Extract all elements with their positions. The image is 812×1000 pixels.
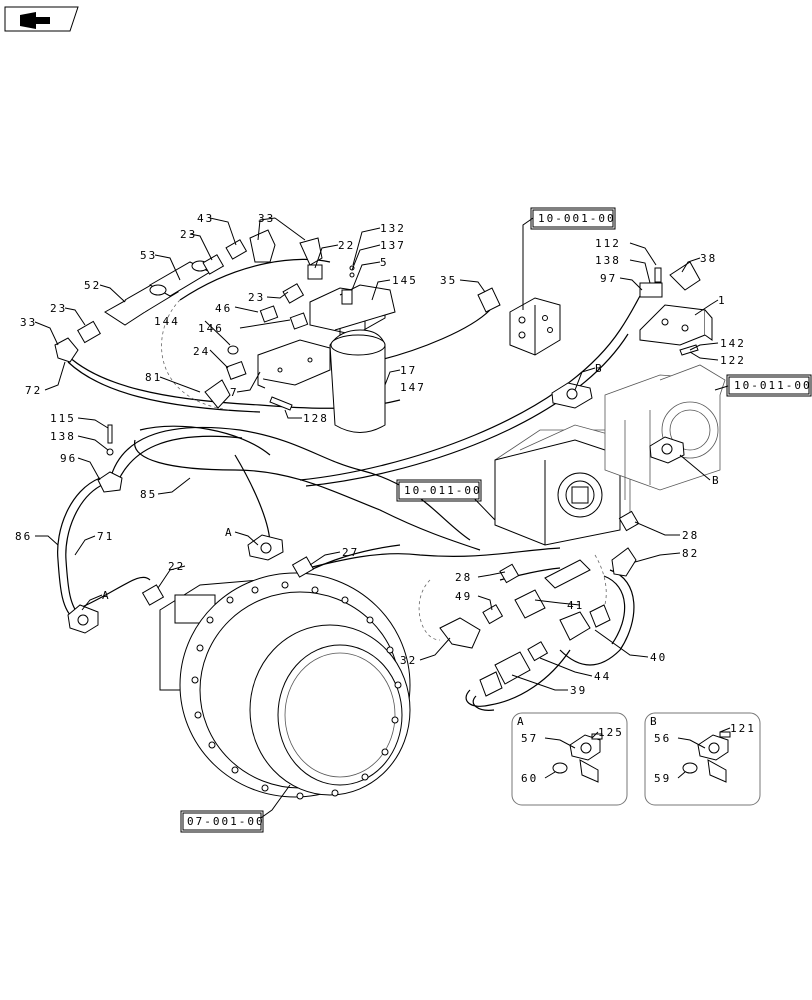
callout-17[interactable]: 17 <box>400 364 417 377</box>
callout-71[interactable]: 71 <box>97 530 114 543</box>
callout-43[interactable]: 43 <box>197 212 214 225</box>
callout-22[interactable]: 22 <box>168 560 185 573</box>
callout-138[interactable]: 138 <box>595 254 621 267</box>
callout-137[interactable]: 137 <box>380 239 406 252</box>
callout-112[interactable]: 112 <box>595 237 621 250</box>
callout-33[interactable]: 33 <box>258 212 275 225</box>
pump-assembly <box>494 364 726 546</box>
callout-146[interactable]: 146 <box>198 322 224 335</box>
callout-49[interactable]: 49 <box>455 590 472 603</box>
callout-115[interactable]: 115 <box>50 412 76 425</box>
callout-144[interactable]: 144 <box>154 315 180 328</box>
callout-a[interactable]: A <box>102 589 111 602</box>
callout-85[interactable]: 85 <box>140 488 157 501</box>
book-arrow-icon[interactable] <box>4 6 79 32</box>
reference-label: 07-001-00 <box>187 815 265 828</box>
flange-b-right <box>649 436 685 464</box>
callout-41[interactable]: 41 <box>567 599 584 612</box>
callout-96[interactable]: 96 <box>60 452 77 465</box>
callout-b[interactable]: B <box>712 474 721 487</box>
callout-35[interactable]: 35 <box>440 274 457 287</box>
callout-22[interactable]: 22 <box>338 239 355 252</box>
callout-b[interactable]: B <box>595 362 604 375</box>
callout-23[interactable]: 23 <box>180 228 197 241</box>
callout-59[interactable]: 59 <box>654 772 671 785</box>
callout-147[interactable]: 147 <box>400 381 426 394</box>
callout-53[interactable]: 53 <box>140 249 157 262</box>
callout-33[interactable]: 33 <box>20 316 37 329</box>
callout-128[interactable]: 128 <box>303 412 329 425</box>
callout-121[interactable]: 121 <box>730 722 756 735</box>
callout-86[interactable]: 86 <box>15 530 32 543</box>
callout-39[interactable]: 39 <box>570 684 587 697</box>
motor-bolt-ring <box>191 581 402 800</box>
callout-44[interactable]: 44 <box>594 670 611 683</box>
inset-a <box>511 712 628 806</box>
callout-23[interactable]: 23 <box>50 302 67 315</box>
reference-box-07-001-00[interactable]: 07-001-00 <box>180 810 265 833</box>
callout-132[interactable]: 132 <box>380 222 406 235</box>
callout-72[interactable]: 72 <box>25 384 42 397</box>
leader-lines <box>34 217 731 821</box>
callout-1[interactable]: 1 <box>718 294 727 307</box>
callout-60[interactable]: 60 <box>521 772 538 785</box>
callout-145[interactable]: 145 <box>392 274 418 287</box>
flange-b-top <box>551 382 593 409</box>
reference-box-10-001-00[interactable]: 10-001-00 <box>530 207 616 230</box>
reference-label: 10-011-00 <box>734 379 812 392</box>
bracket-1 <box>639 304 713 346</box>
callout-5[interactable]: 5 <box>380 256 389 269</box>
callout-138[interactable]: 138 <box>50 430 76 443</box>
callout-97[interactable]: 97 <box>600 272 617 285</box>
callout-28[interactable]: 28 <box>455 571 472 584</box>
callout-32[interactable]: 32 <box>400 654 417 667</box>
callout-40[interactable]: 40 <box>650 651 667 664</box>
inset-a-label: A <box>517 715 526 728</box>
valve-block <box>509 297 561 356</box>
callout-125[interactable]: 125 <box>598 726 624 739</box>
callout-24[interactable]: 24 <box>193 345 210 358</box>
callout-7[interactable]: 7 <box>230 386 239 399</box>
reference-box-10-011-00-center[interactable]: 10-011-00 <box>396 479 482 502</box>
fittings <box>54 229 701 697</box>
inset-b-label: B <box>650 715 659 728</box>
callout-23[interactable]: 23 <box>248 291 265 304</box>
callout-a[interactable]: A <box>225 526 234 539</box>
inset-b <box>644 712 761 806</box>
callout-122[interactable]: 122 <box>720 354 746 367</box>
callout-46[interactable]: 46 <box>215 302 232 315</box>
callout-38[interactable]: 38 <box>700 252 717 265</box>
callout-52[interactable]: 52 <box>84 279 101 292</box>
drive-motor <box>159 572 411 800</box>
callout-labels: 43 33 23 53 22 132 137 5 145 35 52 23 23… <box>15 212 756 785</box>
callout-81[interactable]: 81 <box>145 371 162 384</box>
callout-57[interactable]: 57 <box>521 732 538 745</box>
reference-box-10-011-00-right[interactable]: 10-011-00 <box>726 374 812 397</box>
callout-28[interactable]: 28 <box>682 529 699 542</box>
reference-label: 10-001-00 <box>538 212 616 225</box>
callout-82[interactable]: 82 <box>682 547 699 560</box>
filter-assembly <box>257 284 396 433</box>
callout-27[interactable]: 27 <box>342 546 359 559</box>
callout-56[interactable]: 56 <box>654 732 671 745</box>
callout-142[interactable]: 142 <box>720 337 746 350</box>
reference-label: 10-011-00 <box>404 484 482 497</box>
